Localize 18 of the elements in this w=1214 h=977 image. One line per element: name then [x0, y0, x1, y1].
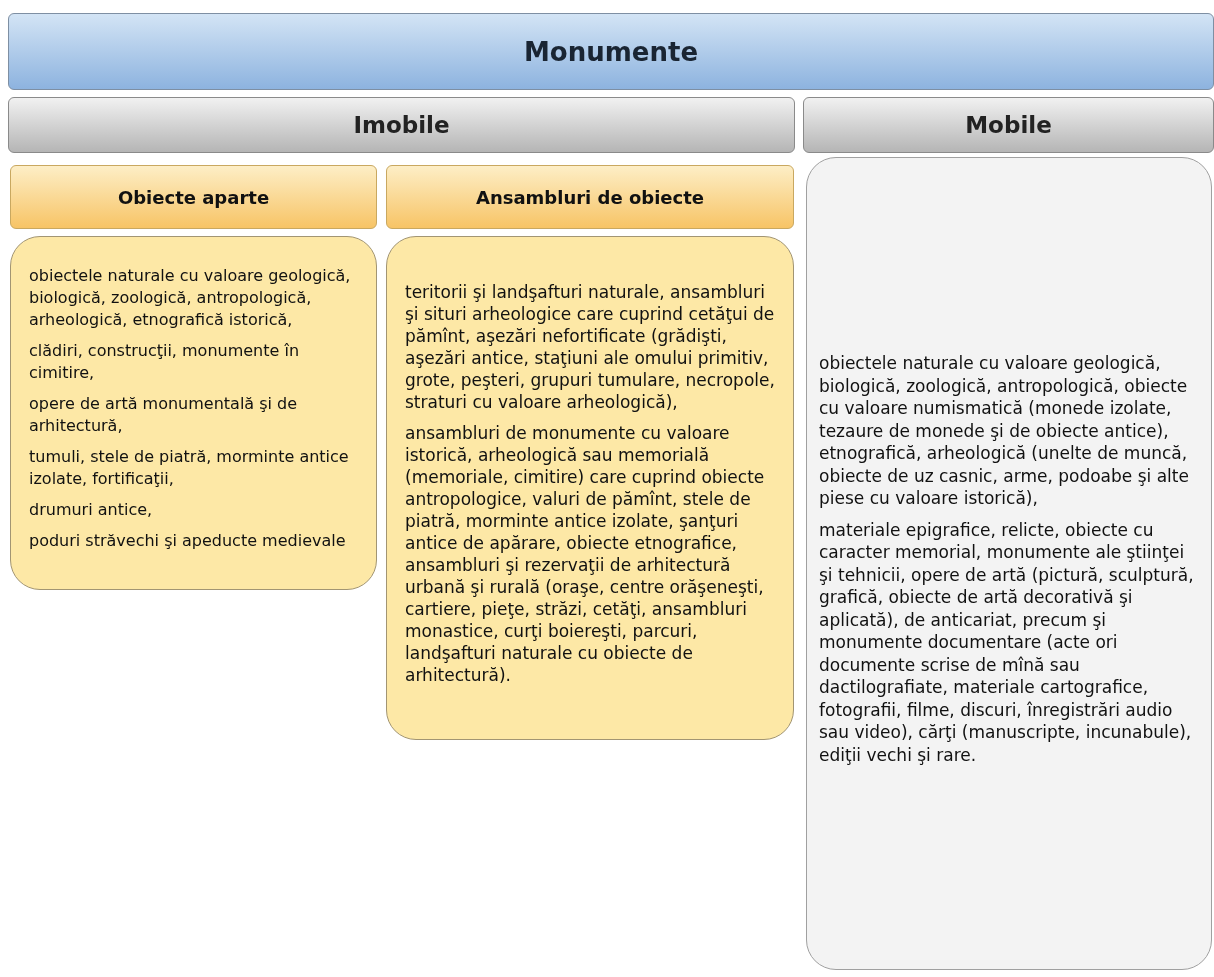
list-item-text: obiectele naturale cu valoare geologică, biologică, zoologică, antropologică, obiecte cu valoare numismatică (monede izolate, tezaure de monede şi de obiecte antice), etnografică, arheologică (unelte de muncă, obiecte de uz casnic, arme, podoabe şi alte piese cu valoare istorică), — [819, 352, 1190, 510]
list-item-text: materiale epigrafice, relicte, obiecte cu caracter memorial, monumente ale ştiinţei şi tehnicii, opere de artă (pictură, sculptură, grafică, obiecte de artă decorativă şi aplicată), de anticariat, precum şi monumente documentare (acte ori documente scrise de mînă sau dactilografiate, materiale cartografice, fotografii, filme, discuri, înregistrări audio sau video), cărţi (manuscripte, incunabule), ediţii vechi şi rare. — [819, 518, 1195, 766]
page-title: Monumente — [8, 13, 1214, 90]
list-item-text: obiectele naturale cu valoare geologică, biologică, zoologică, antropologică, arheologică, etnografică istorică, — [29, 265, 352, 331]
category-header: Imobile — [8, 97, 795, 153]
subcategory-header: Ansambluri de obiecte — [386, 165, 794, 229]
list-item-text: tumuli, stele de piatră, morminte antice izolate, fortificaţii, — [29, 446, 350, 490]
list-item-text: opere de artă monumentală şi de arhitectură, — [29, 393, 299, 437]
content-card — [10, 236, 377, 590]
category-header: Mobile — [803, 97, 1214, 153]
list-item-text: ansambluri de monumente cu valoare istorică, arheologică sau memorială (memoriale, cimitire) care cuprind obiecte antropologice, valuri de pămînt, stele de piatră, morminte antice izolate, şanţuri antice de apărare, obiecte etnografice, ansambluri şi rezervaţii de arhitectură urbană şi rurală (oraşe, centre orăşeneşti, cartiere, pieţe, străzi, cetăţi, ansambluri monastice, curţi boiereşti, parcuri, landşafturi naturale cu obiecte de arhitectură). — [405, 422, 766, 686]
list-item-text: teritorii şi landşafturi naturale, ansambluri şi situri arheologice care cuprind cetăţui de pămînt, aşezări nefortificate (grădişti, aşezări antice, staţiuni ale omului primitiv, grote, peşteri, grupuri tumulare, necropole, straturi cu valoare arheologică), — [405, 281, 776, 413]
content-card — [386, 236, 794, 740]
subcategory-header: Obiecte aparte — [10, 165, 377, 229]
list-item-text: poduri străvechi şi apeducte medievale — [29, 530, 347, 552]
list-item-text: clădiri, construcţii, monumente în cimitire, — [29, 340, 301, 384]
list-item-text: drumuri antice, — [29, 499, 154, 521]
content-card — [806, 157, 1212, 970]
